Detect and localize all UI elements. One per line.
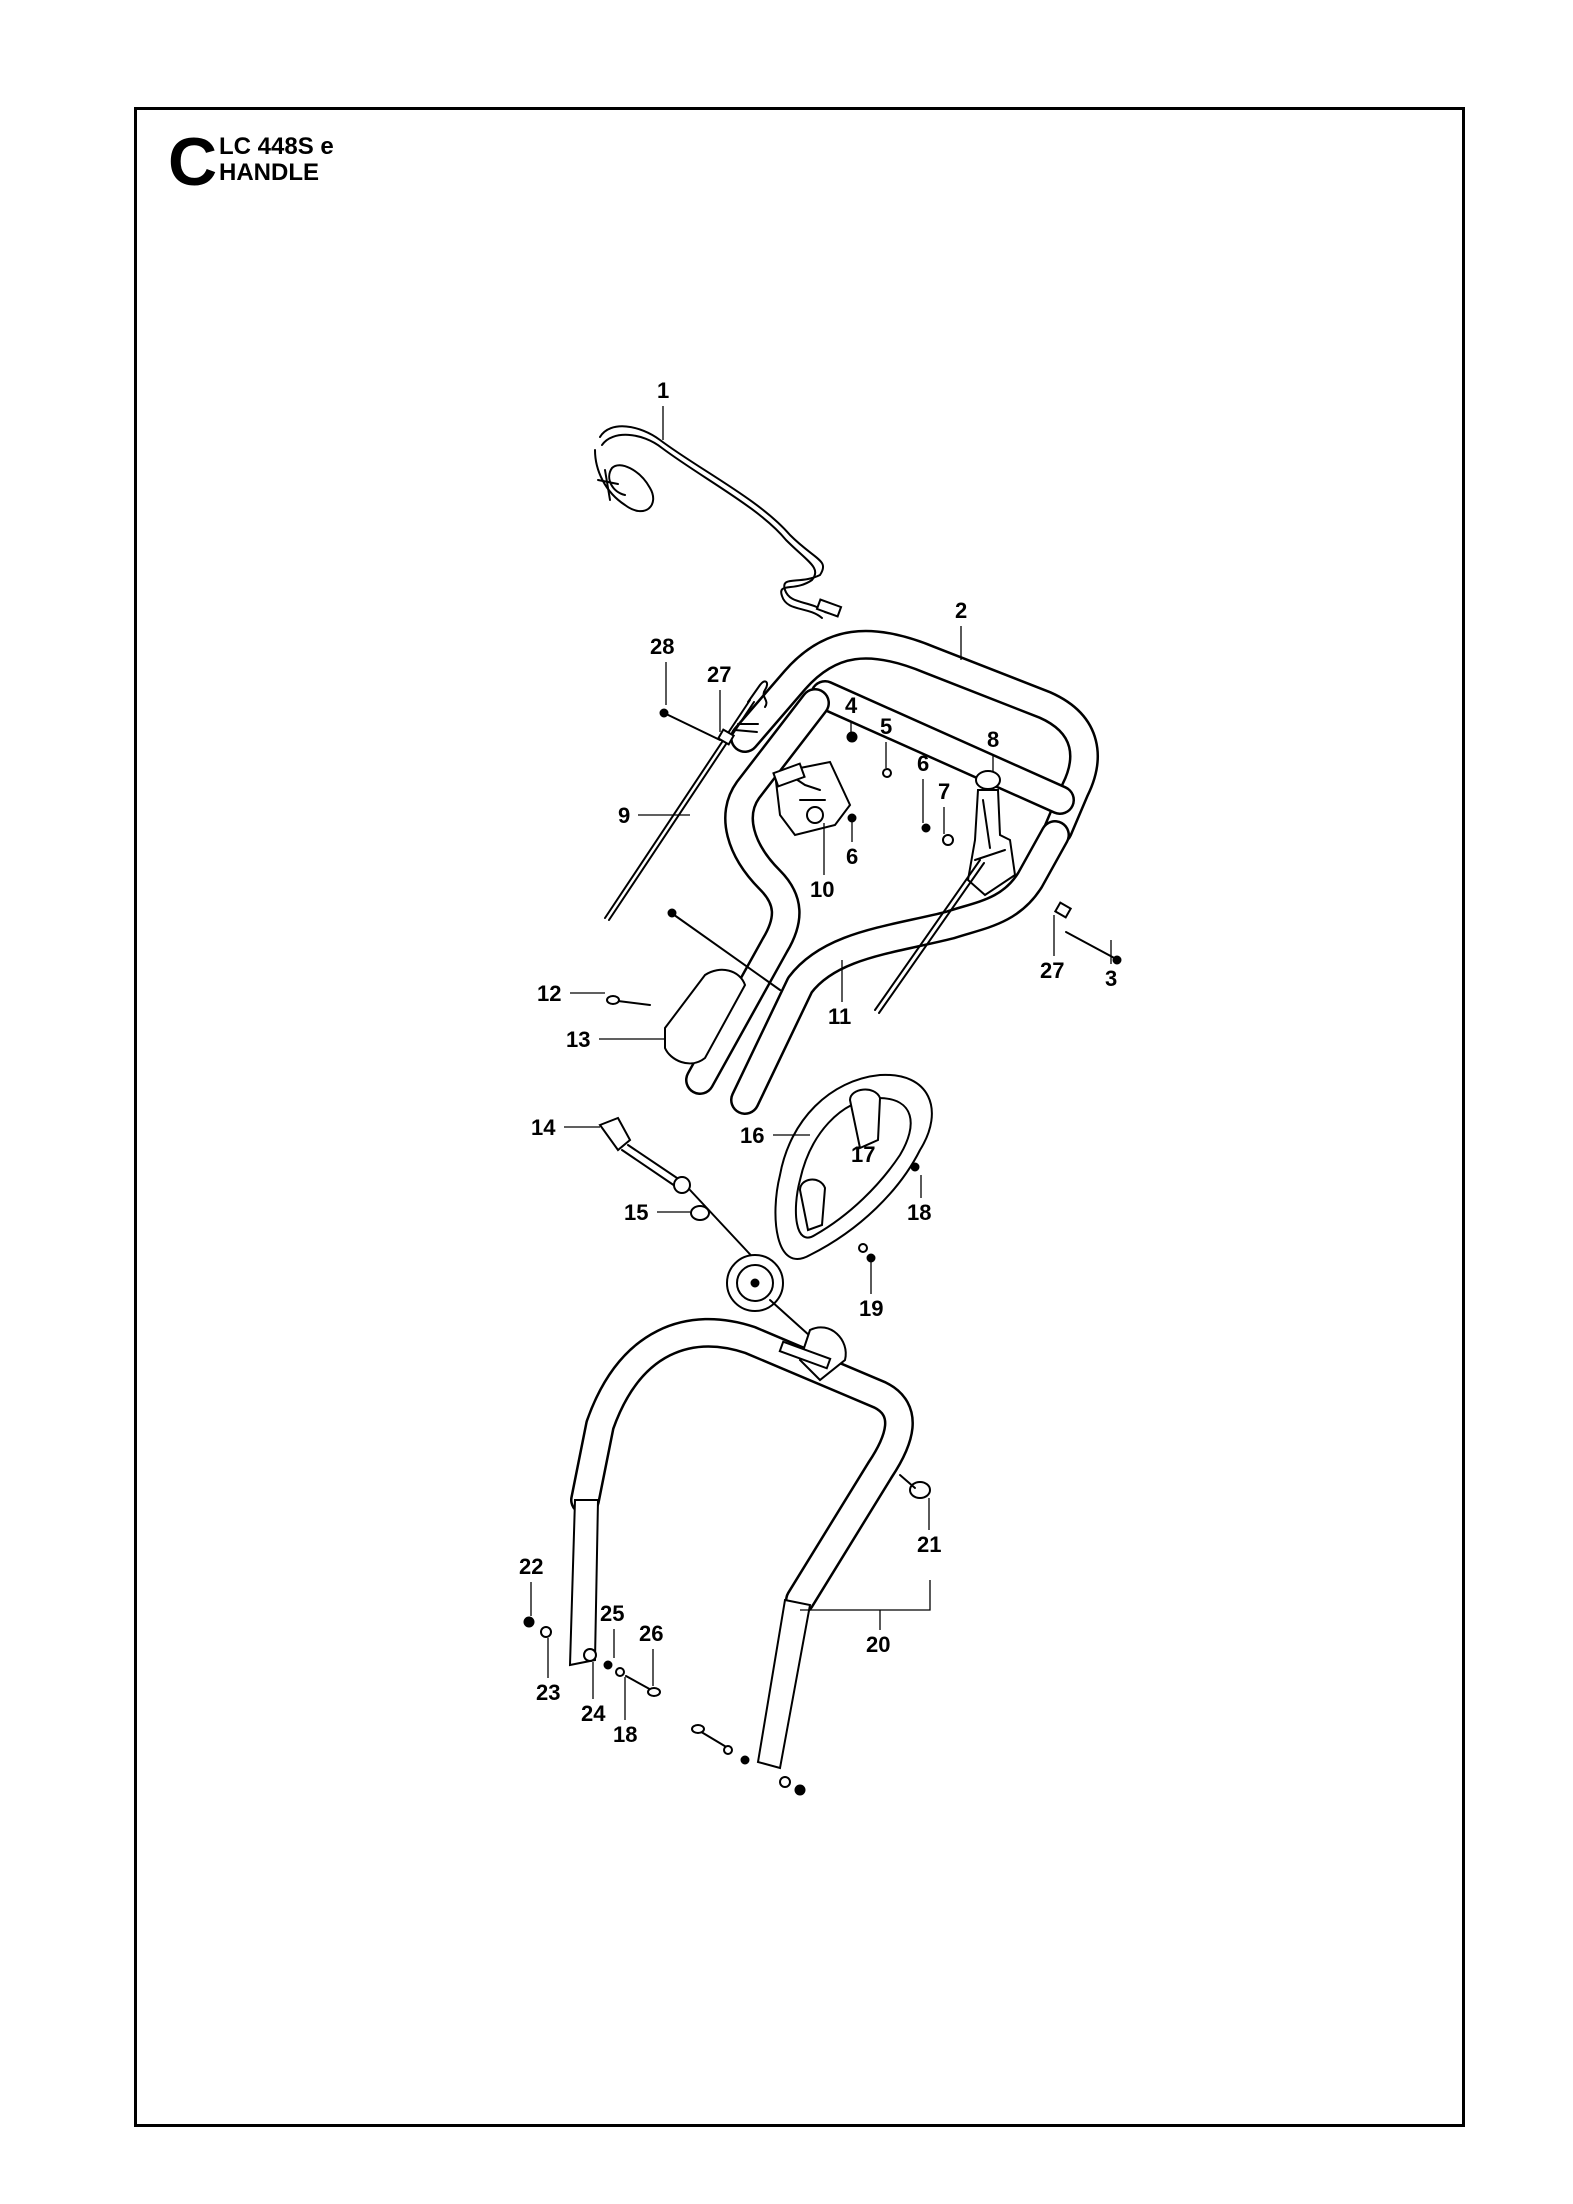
- callout-6-lower: 6: [846, 844, 858, 869]
- fasteners-lower: [523, 1162, 920, 1796]
- callout-numbers: 1 2 28 27 4 5 8 6 7 9 6 10 27 3 12 11 13…: [519, 378, 1117, 1747]
- part-2-upper-handle: [730, 629, 1099, 845]
- callout-24: 24: [581, 1701, 606, 1726]
- callout-14: 14: [531, 1115, 556, 1140]
- callout-19: 19: [859, 1296, 883, 1321]
- pivot-disc: [726, 1254, 821, 1346]
- callout-17: 17: [851, 1142, 875, 1167]
- part-21-bolt: [899, 1474, 931, 1499]
- part-14-knob: [598, 1116, 761, 1266]
- callout-16: 16: [740, 1123, 764, 1148]
- callout-21: 21: [917, 1532, 941, 1557]
- part-13-cover: [664, 968, 747, 1065]
- part-11-lower-handle: [685, 688, 1070, 1115]
- part-10-control-box: [772, 760, 852, 837]
- part-20-lower-frame: [568, 1318, 914, 1770]
- callout-23: 23: [536, 1680, 560, 1705]
- callout-12: 12: [537, 981, 561, 1006]
- callout-13: 13: [566, 1027, 590, 1052]
- callout-4: 4: [845, 693, 858, 718]
- callout-10: 10: [810, 877, 834, 902]
- callout-3: 3: [1105, 966, 1117, 991]
- drawing-frame: [134, 107, 1465, 2127]
- callout-18-upper: 18: [907, 1200, 931, 1225]
- callout-8: 8: [987, 727, 999, 752]
- model-name: LC 448S e: [219, 133, 334, 160]
- callout-20: 20: [866, 1632, 890, 1657]
- callout-18-lower: 18: [613, 1722, 637, 1747]
- callout-27-lower: 27: [1040, 958, 1064, 983]
- callout-11: 11: [828, 1004, 851, 1029]
- part-1-bail-wire: [594, 425, 843, 619]
- callout-7: 7: [938, 779, 950, 804]
- section-letter: C: [168, 124, 218, 200]
- callout-26: 26: [639, 1621, 663, 1646]
- callout-6-upper: 6: [917, 751, 929, 776]
- callout-5: 5: [880, 714, 892, 739]
- callout-25: 25: [600, 1601, 624, 1626]
- part-16-bracket: [774, 1073, 933, 1260]
- callout-9: 9: [618, 803, 630, 828]
- callout-2: 2: [955, 598, 967, 623]
- callout-15: 15: [624, 1200, 648, 1225]
- callout-28: 28: [650, 634, 674, 659]
- callout-27-upper: 27: [707, 662, 731, 687]
- leader-lines: [530, 406, 1112, 1720]
- callout-22: 22: [519, 1554, 543, 1579]
- callout-1: 1: [657, 378, 669, 403]
- section-title: HANDLE: [219, 159, 319, 186]
- fasteners-upper: [606, 708, 1122, 1006]
